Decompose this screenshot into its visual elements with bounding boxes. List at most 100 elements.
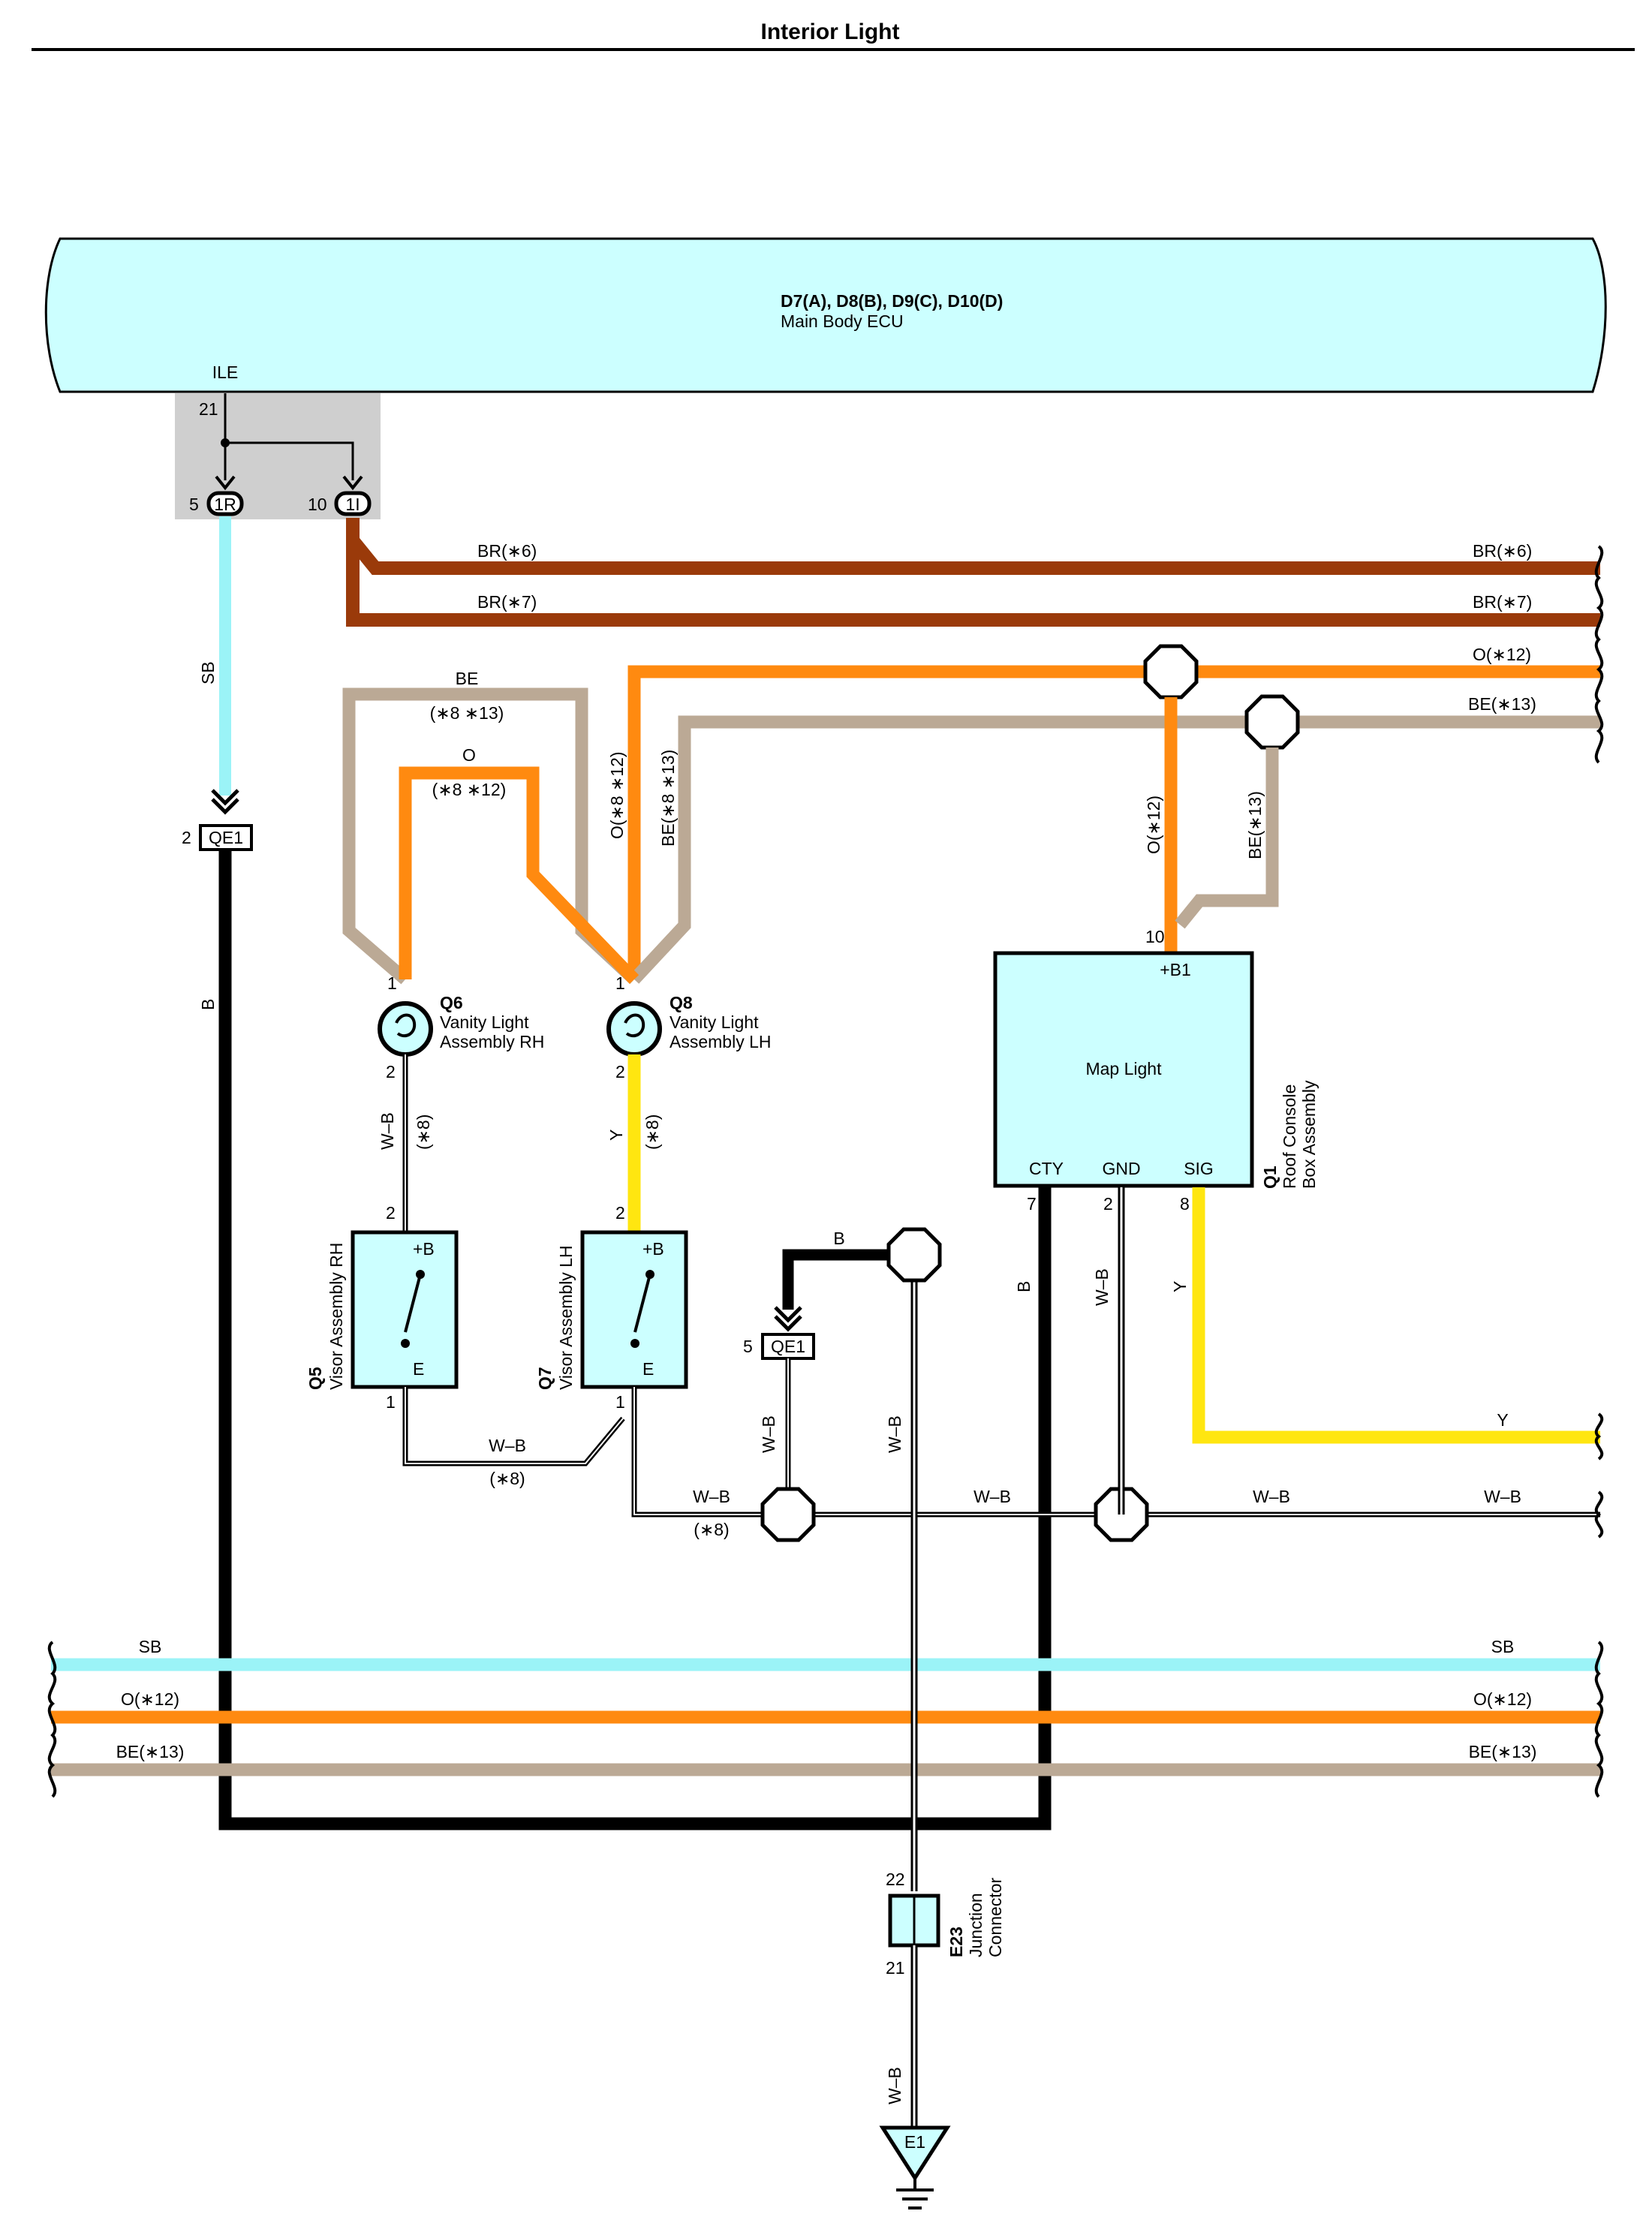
- label-n8-q5q7: (∗8): [489, 1469, 525, 1488]
- label-sb-upper: SB: [198, 661, 218, 684]
- label-o812: O(∗8 ∗12): [607, 751, 627, 839]
- q1-t-sig: SIG: [1184, 1159, 1214, 1178]
- q5-box: [351, 1230, 459, 1389]
- q1-inner: Map Light: [1085, 1059, 1162, 1078]
- q7-ground: E: [642, 1359, 654, 1379]
- label-b-left: B: [198, 999, 218, 1010]
- label-o12-lower-right: O(∗12): [1473, 1689, 1532, 1709]
- e23-pin-bottom: 21: [886, 1958, 905, 1978]
- q6-code: Q6: [440, 993, 463, 1012]
- e23-code: E23: [946, 1927, 966, 1957]
- connector-qe1-left-code: QE1: [209, 828, 243, 847]
- q5-plus: +B: [413, 1239, 435, 1259]
- q7-box: [580, 1230, 688, 1389]
- label-br6-left: BR(∗6): [477, 541, 537, 561]
- bulb-icon: [606, 1001, 662, 1057]
- connector-arrow-icon: [215, 475, 236, 491]
- q1-pin-gnd: 2: [1103, 1194, 1113, 1214]
- label-wb-e1: W–B: [885, 2067, 904, 2104]
- wire-be-13-q1: [1175, 748, 1279, 929]
- e23-line2: Connector: [985, 1878, 1005, 1957]
- label-be-loop: BE: [456, 669, 479, 688]
- q7-name: Visor Assembly LH: [556, 1245, 576, 1390]
- q1-pin-sig: 8: [1180, 1194, 1190, 1214]
- wire-b-qe1: [782, 1249, 914, 1310]
- label-b-right: B: [1014, 1281, 1034, 1292]
- connector-qe1-mid: [761, 1333, 815, 1360]
- q1-t-cty: CTY: [1029, 1159, 1064, 1178]
- ecu-codes: D7(A), D8(B), D9(C), D10(D): [781, 291, 1003, 311]
- connector-arrow-icon: [774, 1306, 802, 1332]
- ground-icon: [879, 2125, 951, 2209]
- connector-1r: [206, 491, 244, 516]
- q6-line1: Vanity Light: [440, 1012, 529, 1032]
- q8-line2: Assembly LH: [670, 1032, 771, 1051]
- q1-pin-cty: 7: [1027, 1194, 1037, 1214]
- label-o-loop-note: (∗8 ∗12): [432, 780, 507, 799]
- connector-1r-code: 1R: [214, 495, 236, 514]
- q5-ground: E: [413, 1359, 424, 1379]
- ecu-terminal-pin: 21: [199, 399, 218, 419]
- connector-1i-code: 1I: [345, 495, 360, 514]
- q8-line1: Vanity Light: [670, 1012, 759, 1032]
- q5-pin-top: 2: [386, 1203, 396, 1223]
- label-wb-q6: W–B: [378, 1112, 397, 1150]
- label-wb-bus-4: W–B: [1484, 1487, 1521, 1506]
- e1-code: E1: [904, 2132, 925, 2152]
- switch-icon: [630, 1270, 654, 1348]
- ecu-name: Main Body ECU: [781, 311, 904, 331]
- connector-qe1-left-pin: 2: [182, 828, 191, 847]
- q7-pin-bottom: 1: [615, 1392, 625, 1412]
- connector-qe1-mid-pin: 5: [743, 1337, 753, 1356]
- q6-line2: Assembly RH: [440, 1032, 544, 1051]
- label-o12-q1: O(∗12): [1144, 796, 1163, 854]
- wire-be-13-top: [629, 715, 1600, 984]
- splice-icon: [1244, 694, 1300, 750]
- label-o12-right: O(∗12): [1473, 645, 1531, 664]
- label-wb-bus-2: W–B: [973, 1487, 1011, 1506]
- label-wb-ground-main: W–B: [885, 1415, 904, 1453]
- label-be13-right: BE(∗13): [1468, 694, 1536, 714]
- label-n8-bus: (∗8): [694, 1520, 729, 1539]
- label-sb-lower-left: SB: [139, 1637, 162, 1656]
- q8-pin-top: 1: [615, 973, 625, 993]
- label-wb-bus-3: W–B: [1253, 1487, 1290, 1506]
- label-be13-q1: BE(∗13): [1245, 791, 1265, 859]
- switch-icon: [401, 1270, 425, 1348]
- connector-1i: [334, 491, 372, 516]
- e23-pin-top: 22: [886, 1870, 905, 1889]
- q1-code: Q1: [1260, 1166, 1280, 1189]
- ecu-internal-branch: [225, 441, 354, 480]
- connector-qe1-mid-code: QE1: [771, 1337, 805, 1356]
- q7-pin-top: 2: [615, 1203, 625, 1223]
- connector-qe1-left: [199, 824, 253, 851]
- label-br6-right: BR(∗6): [1473, 541, 1532, 561]
- wire-o-8-12-loop: [399, 766, 639, 984]
- label-n8-q6: (∗8): [414, 1114, 433, 1150]
- label-y-q8: Y: [606, 1130, 626, 1141]
- q1-t-gnd: GND: [1102, 1159, 1140, 1178]
- label-y-right: Y: [1497, 1410, 1508, 1430]
- wire-o-12-top: [627, 665, 1600, 979]
- connector-1i-pin: 10: [308, 495, 327, 514]
- wire-wb-bus-stripe: [633, 1387, 1600, 1515]
- splice-icon: [1143, 644, 1199, 699]
- label-wb-qe1: W–B: [759, 1415, 778, 1453]
- wire-break-right: [1594, 545, 1604, 1798]
- q1-line2: Box Assembly: [1299, 1080, 1319, 1189]
- label-be13-lower-right: BE(∗13): [1469, 1742, 1537, 1761]
- wire-wb-q5-q7-stripe: [405, 1387, 624, 1464]
- q5-code: Q5: [305, 1367, 325, 1390]
- label-be13-lower-left: BE(∗13): [116, 1742, 185, 1761]
- e23-line1: Junction: [966, 1893, 985, 1957]
- label-o-loop: O: [462, 745, 476, 765]
- label-wb-q5q7: W–B: [489, 1436, 526, 1455]
- label-wb-q1: W–B: [1092, 1268, 1112, 1306]
- connector-arrow-icon: [211, 789, 239, 815]
- wire-break-left: [47, 1641, 57, 1798]
- label-n8-q8: (∗8): [642, 1114, 662, 1150]
- q6-pin-bottom: 2: [386, 1062, 396, 1081]
- label-be813: BE(∗8 ∗13): [658, 750, 678, 847]
- q1-line1: Roof Console: [1280, 1084, 1299, 1189]
